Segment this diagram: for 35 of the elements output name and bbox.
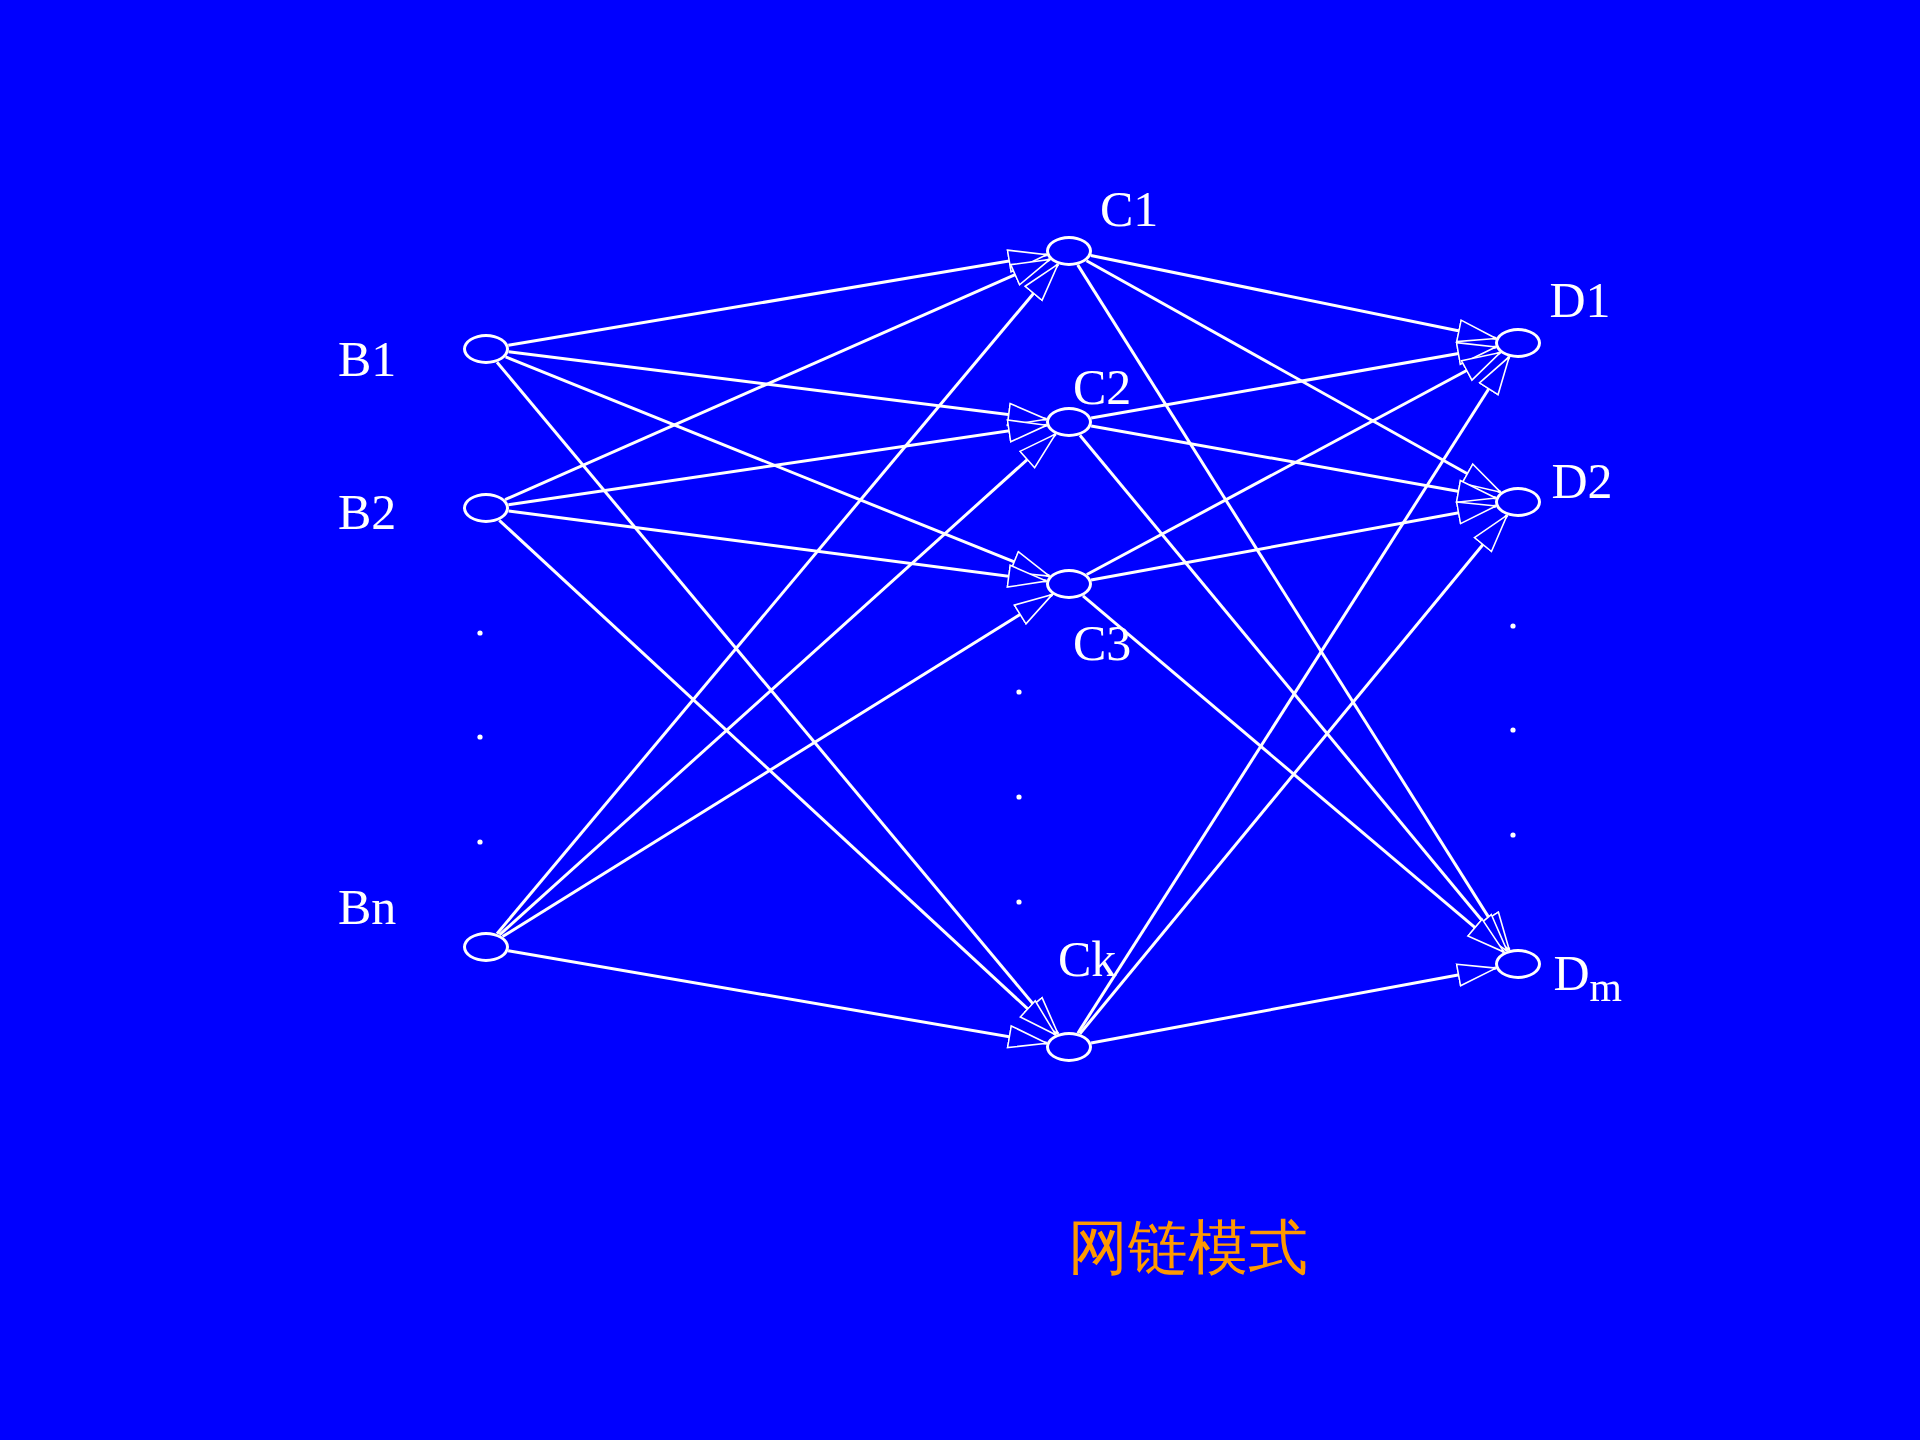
caption: 网链模式 (1068, 1217, 1308, 1277)
node-label: D2 (1551, 456, 1613, 506)
arrow (508, 419, 1048, 507)
arrow (495, 263, 1060, 935)
arrow (507, 949, 1048, 1049)
arrow (1078, 434, 1509, 952)
arrow (1085, 259, 1502, 494)
arrow (1090, 341, 1497, 420)
node-label: C1 (1100, 184, 1159, 234)
node-label: C3 (1073, 618, 1132, 668)
arrow (1076, 264, 1511, 951)
arrow (1090, 254, 1497, 343)
arrow (508, 509, 1048, 588)
arrow (1090, 424, 1497, 503)
arrow (501, 593, 1054, 938)
node-label: Ck (1058, 934, 1117, 984)
arrow (498, 433, 1057, 936)
arrow (504, 258, 1051, 501)
arrow (1076, 356, 1511, 1034)
arrow (495, 361, 1060, 1035)
arrow (498, 519, 1057, 1036)
arrow (1090, 501, 1497, 582)
arrow (1082, 594, 1505, 954)
node-label: B2 (338, 487, 397, 537)
node-label: C2 (1073, 362, 1132, 412)
arrow (508, 350, 1048, 427)
arrow (1090, 963, 1497, 1045)
node-label: D1 (1549, 275, 1611, 325)
arrow (1086, 351, 1501, 576)
arrow (1078, 514, 1509, 1035)
node-label: Bn (338, 882, 397, 932)
arrow (508, 249, 1048, 347)
node-label: B1 (338, 334, 397, 384)
arrow (505, 355, 1051, 578)
node-label: D$_{m}$ (1553, 947, 1622, 1009)
